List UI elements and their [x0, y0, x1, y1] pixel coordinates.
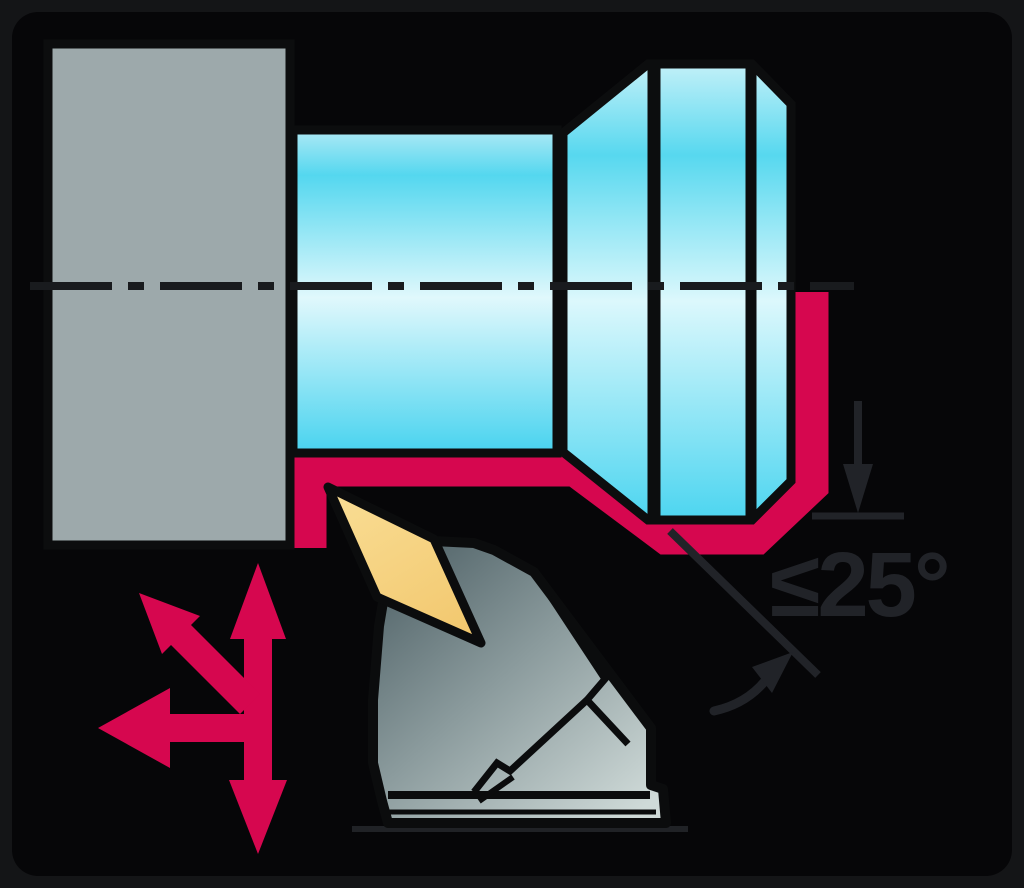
tool-clamp-edge-line: [548, 595, 631, 747]
tool-pocket-edge-line: [471, 697, 590, 795]
angle-arc-arrow-icon: [752, 652, 793, 693]
cutting-insert: [323, 482, 486, 648]
angle-arc: [709, 676, 770, 716]
angle-leader-line: [667, 528, 821, 678]
workpiece-blank: [43, 39, 295, 550]
dimension-arrow-down-icon: [843, 464, 873, 513]
workpiece-head-outline: [558, 59, 796, 525]
angle-annotation: ≤25°: [667, 401, 951, 716]
arrow-left-icon: [98, 688, 263, 768]
feed-direction-arrows: [98, 563, 287, 854]
tool-pocket-detail-line: [477, 774, 515, 804]
arrow-diagonal-up-left-icon: [139, 593, 260, 714]
workpiece-head: [558, 59, 796, 525]
machined-surface-highlight: [293, 292, 829, 555]
angle-label: ≤25°: [770, 534, 948, 636]
arrow-up-down-icon: [229, 563, 287, 854]
workpiece-cylinder: [288, 125, 562, 458]
